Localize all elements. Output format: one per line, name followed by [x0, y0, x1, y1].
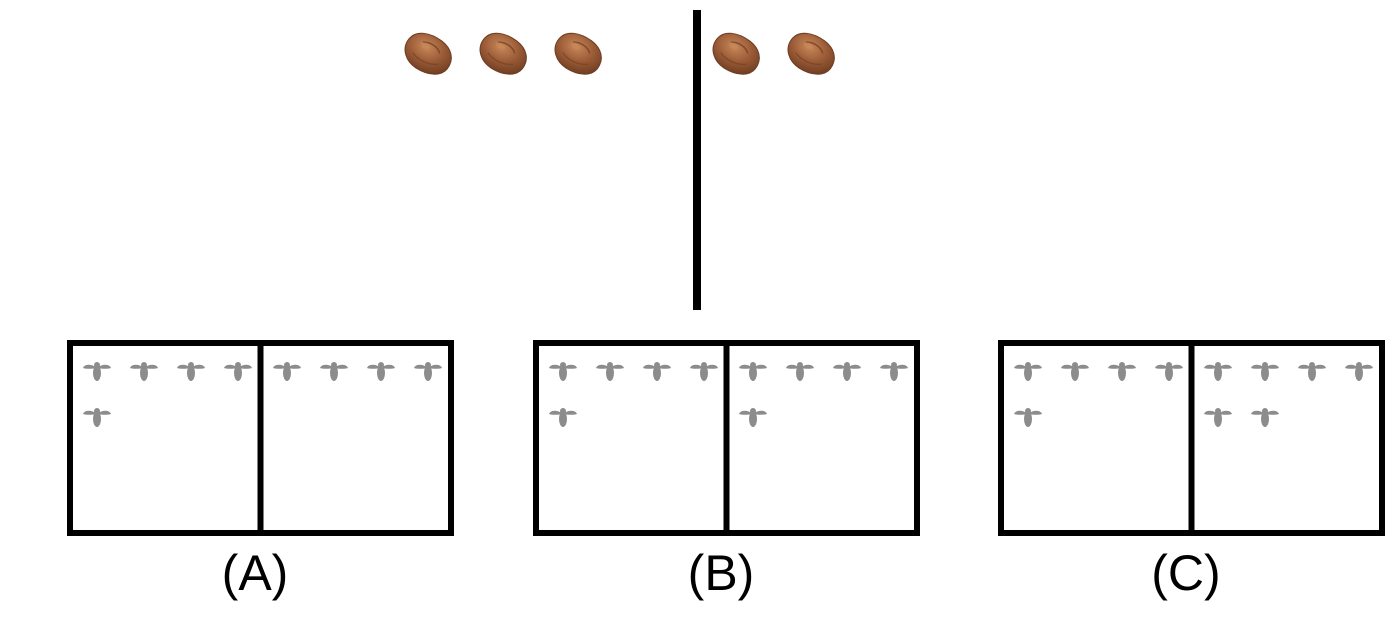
fly-icon — [367, 362, 395, 381]
fly-icon — [1108, 362, 1136, 381]
fly-icon — [1251, 408, 1279, 427]
rock-icon — [479, 32, 527, 75]
option-c — [998, 340, 1385, 536]
fly-icon — [1251, 362, 1279, 381]
fly-icon — [833, 362, 861, 381]
fly-icon — [643, 362, 671, 381]
fly-icon — [739, 362, 767, 381]
fly-icon — [739, 408, 767, 427]
fly-icon — [1204, 408, 1232, 427]
fly-icon — [224, 362, 252, 381]
fly-icon — [130, 362, 158, 381]
fly-icon — [1345, 362, 1373, 381]
answer-options — [67, 340, 1385, 536]
rock-icon — [404, 32, 452, 75]
option-label-a: (A) — [221, 545, 289, 601]
fly-icon — [273, 362, 301, 381]
option-b — [533, 340, 920, 536]
fly-icon — [83, 362, 111, 381]
fly-icon — [320, 362, 348, 381]
fly-icon — [596, 362, 624, 381]
option-a — [67, 340, 454, 536]
fly-icon — [1014, 408, 1042, 427]
fly-icon — [414, 362, 442, 381]
rock-icon — [787, 32, 835, 75]
fly-icon — [690, 362, 718, 381]
fly-icon — [880, 362, 908, 381]
fly-icon — [83, 408, 111, 427]
fly-icon — [549, 408, 577, 427]
option-label-c: (C) — [1151, 545, 1221, 601]
fly-icon — [786, 362, 814, 381]
fly-icon — [1298, 362, 1326, 381]
fly-icon — [1014, 362, 1042, 381]
top-balance — [404, 10, 835, 310]
fly-icon — [1155, 362, 1183, 381]
fly-icon — [1061, 362, 1089, 381]
fly-icon — [1204, 362, 1232, 381]
option-label-b: (B) — [687, 545, 755, 601]
rock-icon — [554, 32, 602, 75]
fly-icon — [177, 362, 205, 381]
rock-icon — [712, 32, 760, 75]
fly-icon — [549, 362, 577, 381]
